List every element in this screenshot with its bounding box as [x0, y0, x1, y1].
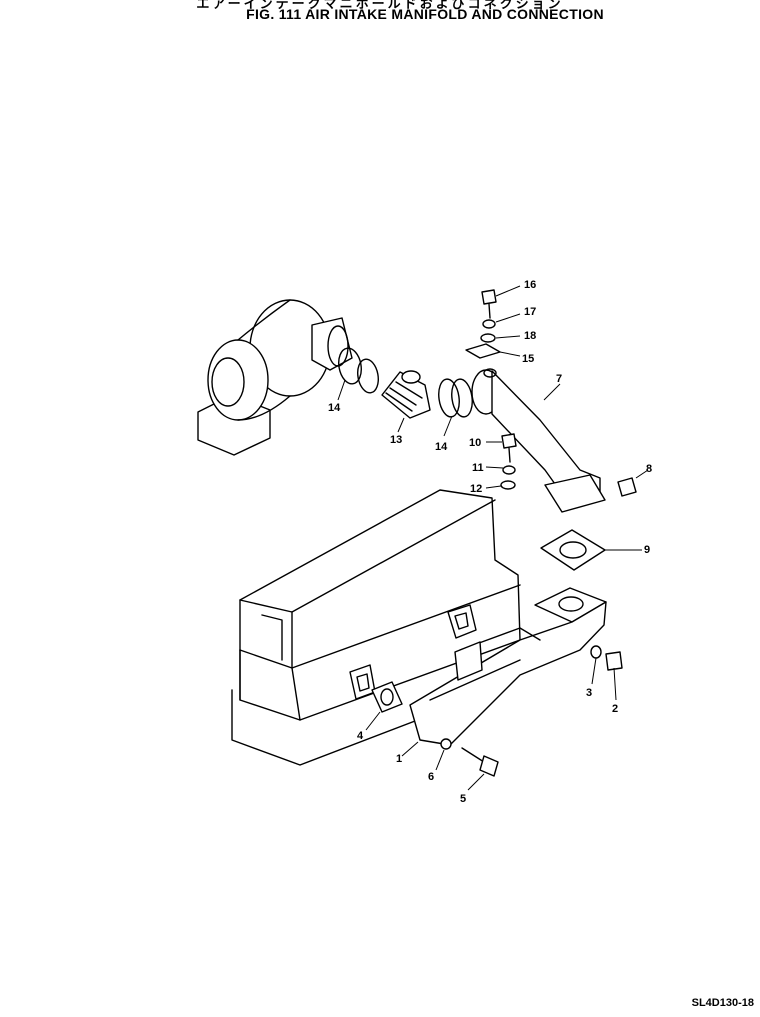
engine-cylinder-head — [231, 489, 521, 766]
callout-2: 2 — [612, 703, 618, 715]
turbocharger — [197, 299, 353, 456]
washer-17 — [482, 319, 496, 329]
callout-labels: 1 2 3 4 5 6 7 8 9 10 11 12 13 14 14 15 1… — [328, 279, 652, 805]
intake-manifold-1 — [409, 587, 607, 746]
bolt-5 — [461, 747, 499, 777]
gasket-9 — [540, 529, 606, 571]
drawing-code: SL4D130-18 — [691, 997, 754, 1009]
callout-13: 13 — [390, 434, 402, 446]
callout-9: 9 — [644, 544, 650, 556]
plate-15 — [465, 343, 501, 359]
callout-3: 3 — [586, 687, 592, 699]
washer-6 — [440, 738, 452, 750]
callout-16: 16 — [524, 279, 536, 291]
callout-1: 1 — [396, 753, 402, 765]
washer-11 — [502, 465, 516, 475]
hose-13 — [381, 370, 431, 419]
callout-14-left: 14 — [328, 402, 341, 414]
callout-17: 17 — [524, 306, 536, 318]
washer-12 — [500, 480, 516, 490]
plug-8 — [617, 477, 637, 497]
callout-14-right: 14 — [435, 441, 448, 453]
callout-18: 18 — [524, 330, 536, 342]
callout-15: 15 — [522, 353, 534, 365]
o-ring-14-left — [338, 347, 379, 394]
bolt-10 — [501, 433, 517, 463]
callout-7: 7 — [556, 373, 562, 385]
air-connector-pipe-7 — [471, 368, 606, 513]
callout-11: 11 — [472, 462, 484, 474]
callout-6: 6 — [428, 771, 434, 783]
o-ring-14-right — [438, 378, 473, 418]
callout-8: 8 — [646, 463, 652, 475]
callout-12: 12 — [470, 483, 482, 495]
washer-18 — [480, 333, 496, 343]
plug-2 — [605, 651, 623, 671]
callout-5: 5 — [460, 793, 466, 805]
washer-3 — [590, 645, 602, 659]
bolt-16 — [481, 289, 497, 319]
callout-4: 4 — [357, 730, 364, 742]
gasket-4 — [371, 681, 403, 713]
figure-title: FIG. 111 AIR INTAKE MANIFOLD AND CONNECT… — [246, 6, 604, 22]
figure-title-japanese: エアーインテークマニホールドおよびコネクション — [196, 0, 564, 12]
callout-10: 10 — [469, 437, 481, 449]
